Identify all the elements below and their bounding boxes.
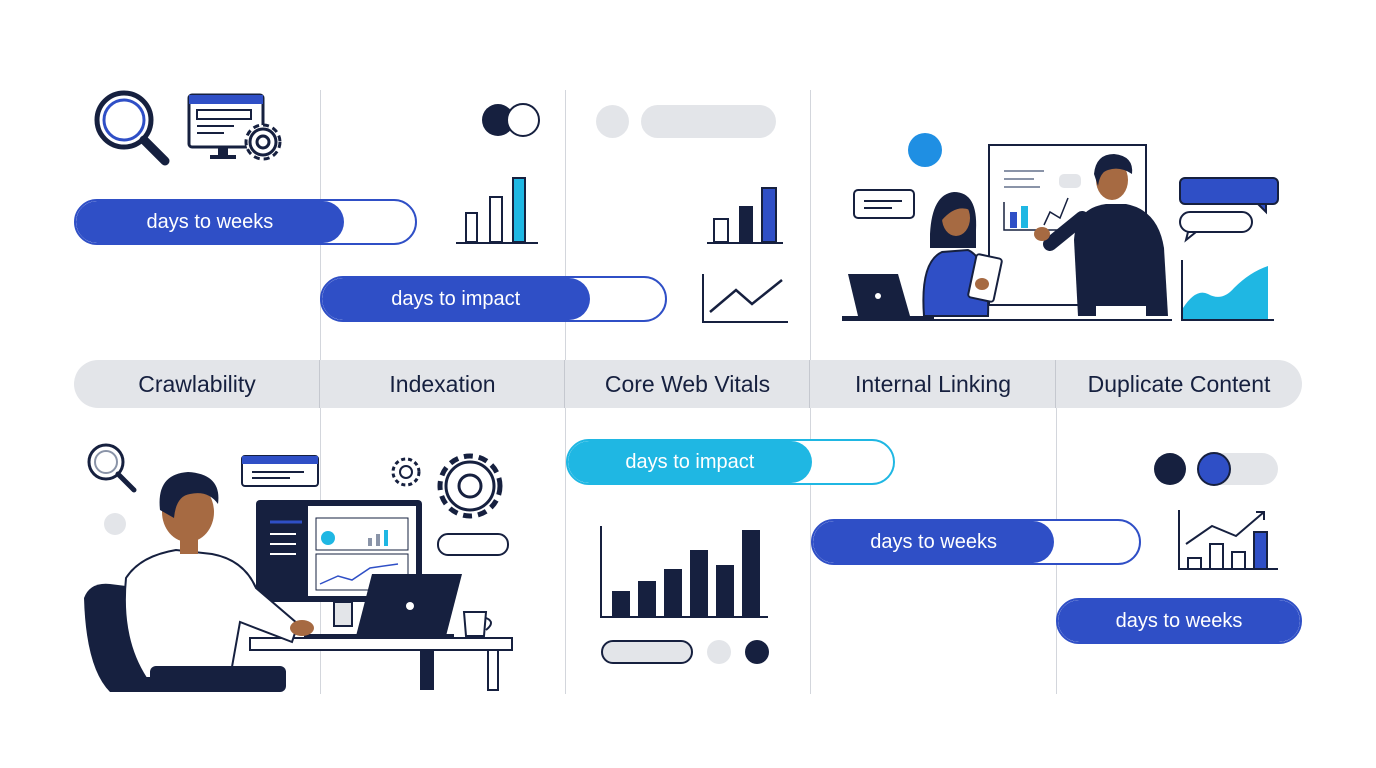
bar-chart-icon: [456, 177, 538, 244]
toggle-icon: [482, 103, 540, 137]
toggle-icon: [596, 105, 629, 138]
timeline-bar-crawlability: days to weeks: [74, 199, 417, 245]
chat-bubble-icon: [1179, 177, 1279, 243]
monitor-gear-icon: [187, 93, 282, 161]
timeline-bar-label: days to impact: [322, 278, 590, 320]
column-label-duplicate-content: Duplicate Content: [1056, 360, 1302, 408]
category-label: Indexation: [389, 370, 496, 397]
person-at-desk-scene: [84, 443, 513, 692]
bar-chart-icon: [600, 526, 768, 618]
category-label: Duplicate Content: [1087, 370, 1271, 397]
presentation-scene: [842, 133, 1172, 321]
area-chart-icon: [1181, 260, 1274, 321]
toggle-icon: [1154, 452, 1278, 486]
placeholder-bar: [601, 640, 693, 664]
timeline-bar-label: days to weeks: [1058, 600, 1300, 642]
magnifier-icon: [94, 90, 170, 166]
dot-indicator: [707, 640, 731, 664]
timeline-bar-label: days to weeks: [76, 201, 344, 243]
category-label: Core Web Vitals: [604, 370, 771, 397]
column-label-indexation: Indexation: [320, 360, 565, 408]
timeline-bar-internal-linking: days to weeks: [811, 519, 1141, 565]
timeline-bar-label: days to impact: [568, 441, 812, 483]
placeholder-bar: [641, 105, 776, 138]
category-label: Internal Linking: [855, 370, 1011, 397]
column-label-core-web-vitals: Core Web Vitals: [565, 360, 810, 408]
category-label: Crawlability: [138, 370, 256, 397]
timeline-bar-duplicate-content: days to weeks: [1056, 598, 1302, 644]
category-band: Crawlability Indexation Core Web Vitals …: [74, 360, 1302, 408]
timeline-bar-label: days to weeks: [813, 521, 1055, 563]
bar-chart-icon: [707, 187, 783, 244]
timeline-bar-indexation: days to impact: [320, 276, 667, 322]
bar-chart-icon: [1178, 510, 1278, 570]
column-label-crawlability: Crawlability: [74, 360, 320, 408]
timeline-bar-core-web-vitals: days to impact: [566, 439, 895, 485]
line-chart-icon: [702, 274, 788, 323]
column-label-internal-linking: Internal Linking: [810, 360, 1056, 408]
dot-indicator: [745, 640, 769, 664]
